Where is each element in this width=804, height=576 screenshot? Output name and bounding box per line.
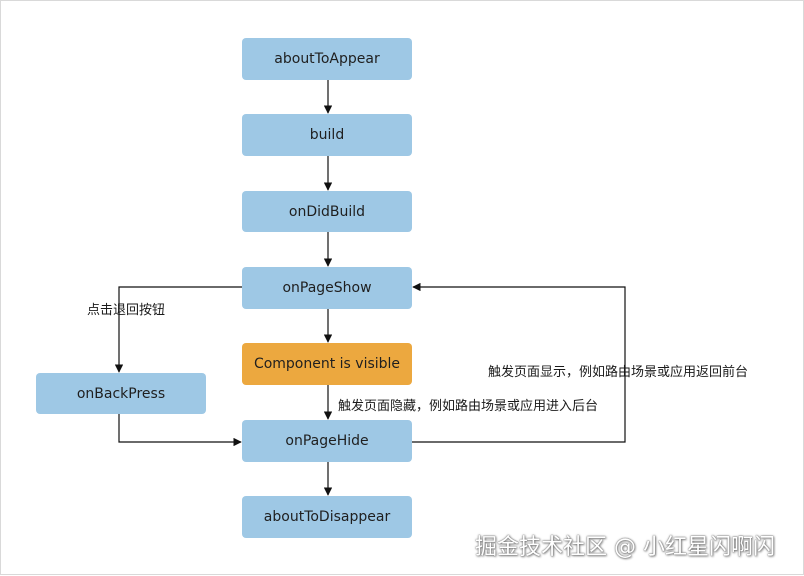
edge-pagehide-to-pageshow	[412, 282, 626, 443]
label-page-hidden: 触发页面隐藏，例如路由场景或应用进入后台	[338, 399, 599, 414]
node-about-to-disappear: aboutToDisappear	[242, 496, 412, 538]
watermark: 掘金技术社区 @ 小红星闪啊闪	[475, 535, 775, 560]
label-back-button: 点击退回按钮	[87, 303, 166, 318]
node-component-visible: Component is visible	[242, 343, 412, 385]
edge-pageshow-to-backpress	[114, 286, 242, 373]
node-build: build	[242, 114, 412, 156]
edge-backpress-to-pagehide	[118, 414, 242, 447]
label-page-shown: 触发页面显示，例如路由场景或应用返回前台	[488, 365, 749, 380]
node-on-did-build: onDidBuild	[242, 191, 412, 232]
node-on-page-show: onPageShow	[242, 267, 412, 309]
node-on-back-press: onBackPress	[36, 373, 206, 414]
node-on-page-hide: onPageHide	[242, 420, 412, 462]
node-about-to-appear: aboutToAppear	[242, 38, 412, 80]
